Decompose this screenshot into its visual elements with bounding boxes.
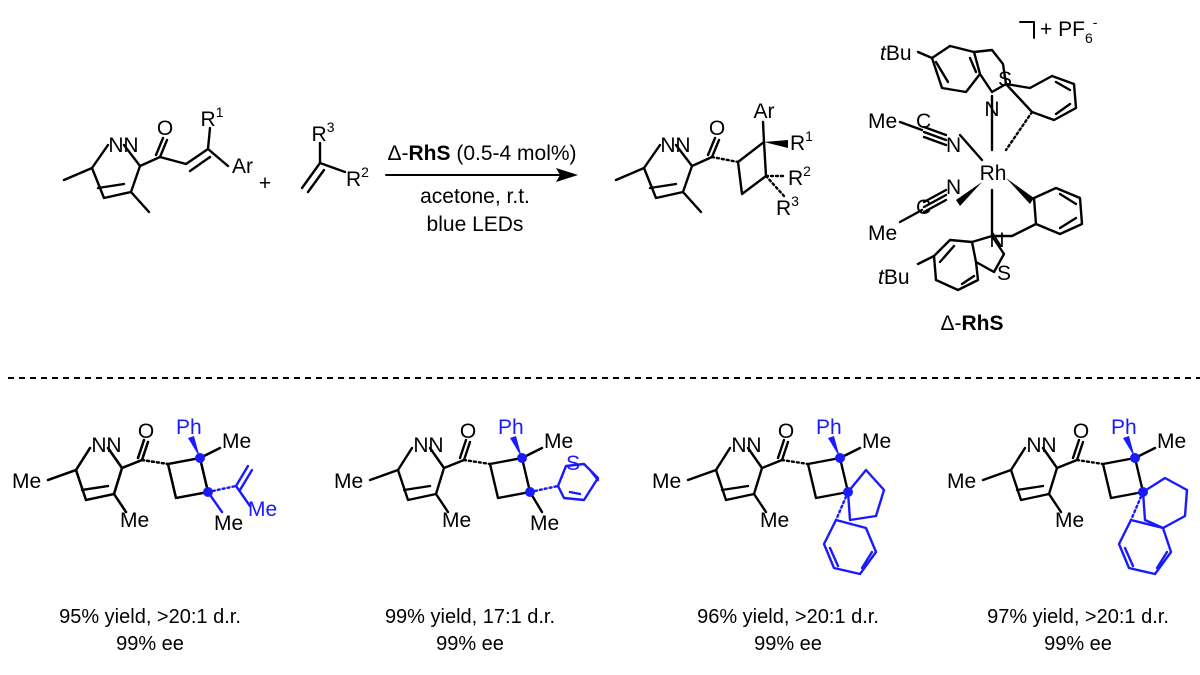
- atom-me: Me: [760, 509, 789, 532]
- atom-ar: Ar: [754, 100, 775, 123]
- example-4-ee: 99% ee: [1044, 633, 1112, 655]
- example-1-yield: 95% yield, >20:1 d.r.: [59, 606, 241, 628]
- atom-me: Me: [222, 430, 251, 453]
- catalyst-counterion: + PF6-: [1040, 14, 1098, 46]
- example-3-yield: 96% yield, >20:1 d.r.: [697, 606, 879, 628]
- atom-r: R3: [312, 119, 335, 146]
- catalyst-label: Δ-RhS: [940, 312, 1003, 335]
- example-3: [686, 436, 886, 576]
- atom-s: S: [997, 262, 1011, 285]
- reactant-enone: N N O R1 Ar: [62, 104, 253, 214]
- atom-n: N: [108, 134, 123, 157]
- atom-o: O: [778, 420, 794, 443]
- atom-me: Me: [248, 498, 277, 521]
- atom-r: R1: [790, 128, 813, 155]
- arrow-head-icon: [556, 168, 578, 182]
- light-conditions: blue LEDs: [427, 213, 524, 236]
- atom-n: N: [1041, 434, 1056, 457]
- atom-me: Me: [334, 470, 363, 493]
- atom-n: N: [123, 134, 138, 157]
- example-1: [46, 436, 254, 514]
- atom-r: R3: [776, 193, 799, 220]
- atom-me: Me: [862, 430, 891, 453]
- atom-c: C: [916, 110, 931, 133]
- atom-o: O: [709, 117, 725, 140]
- atom-o: O: [1073, 420, 1089, 443]
- example-4-yield: 97% yield, >20:1 d.r.: [987, 606, 1169, 628]
- atom-tbu: tBu: [880, 42, 912, 65]
- atom-s: S: [566, 452, 580, 475]
- atom-rh: Rh: [980, 162, 1007, 185]
- atom-o: O: [157, 117, 173, 140]
- example-1-ee: 99% ee: [116, 633, 184, 655]
- atom-me: Me: [442, 509, 471, 532]
- atom-n: N: [413, 434, 428, 457]
- atom-n: N: [1026, 434, 1041, 457]
- atom-ar: Ar: [232, 155, 253, 178]
- atom-n: N: [106, 434, 121, 457]
- atom-me: Me: [12, 470, 41, 493]
- atom-ph: Ph: [816, 416, 842, 439]
- atom-n: N: [989, 229, 1004, 252]
- example-2: [368, 436, 600, 514]
- catalyst-conditions: Δ-RhS (0.5-4 mol%): [387, 142, 576, 165]
- catalyst-structure: [898, 21, 1084, 292]
- atom-me: Me: [868, 222, 897, 245]
- atom-ph: Ph: [1111, 416, 1137, 439]
- atom-r: R2: [346, 164, 369, 191]
- atom-n: N: [731, 434, 746, 457]
- example-4: [981, 436, 1189, 576]
- reactant-alkene: R3 R2: [300, 119, 369, 194]
- atom-me: Me: [947, 470, 976, 493]
- atom-me: Me: [1055, 509, 1084, 532]
- atom-ph: Ph: [498, 416, 524, 439]
- atom-r: R2: [788, 163, 811, 190]
- atom-n: N: [746, 434, 761, 457]
- atom-n: N: [984, 98, 999, 121]
- atom-o: O: [138, 420, 154, 443]
- solvent-conditions: acetone, r.t.: [420, 185, 530, 208]
- atom-me: Me: [530, 512, 559, 535]
- atom-n: N: [660, 134, 675, 157]
- atom-c: C: [916, 196, 931, 219]
- example-2-yield: 99% yield, 17:1 d.r.: [385, 606, 555, 628]
- atom-n: N: [675, 134, 690, 157]
- atom-n: N: [91, 434, 106, 457]
- example-2-ee: 99% ee: [436, 633, 504, 655]
- atom-me: Me: [544, 430, 573, 453]
- atom-s: S: [998, 68, 1012, 91]
- atom-n: N: [946, 134, 961, 157]
- atom-me: Me: [652, 470, 681, 493]
- example-3-ee: 99% ee: [754, 633, 822, 655]
- atom-r: R1: [201, 104, 224, 131]
- atom-me: Me: [868, 110, 897, 133]
- atom-tbu: tBu: [878, 266, 910, 289]
- atom-ph: Ph: [176, 416, 202, 439]
- atom-me: Me: [1157, 430, 1186, 453]
- reaction-arrow: [385, 168, 578, 182]
- atom-me: Me: [120, 509, 149, 532]
- atom-n: N: [946, 176, 961, 199]
- product-cyclobutane: N N O Ar R1 R2 R3: [614, 100, 813, 220]
- plus-sign: +: [259, 172, 271, 195]
- atom-n: N: [428, 434, 443, 457]
- atom-o: O: [460, 420, 476, 443]
- atom-me: Me: [214, 512, 243, 535]
